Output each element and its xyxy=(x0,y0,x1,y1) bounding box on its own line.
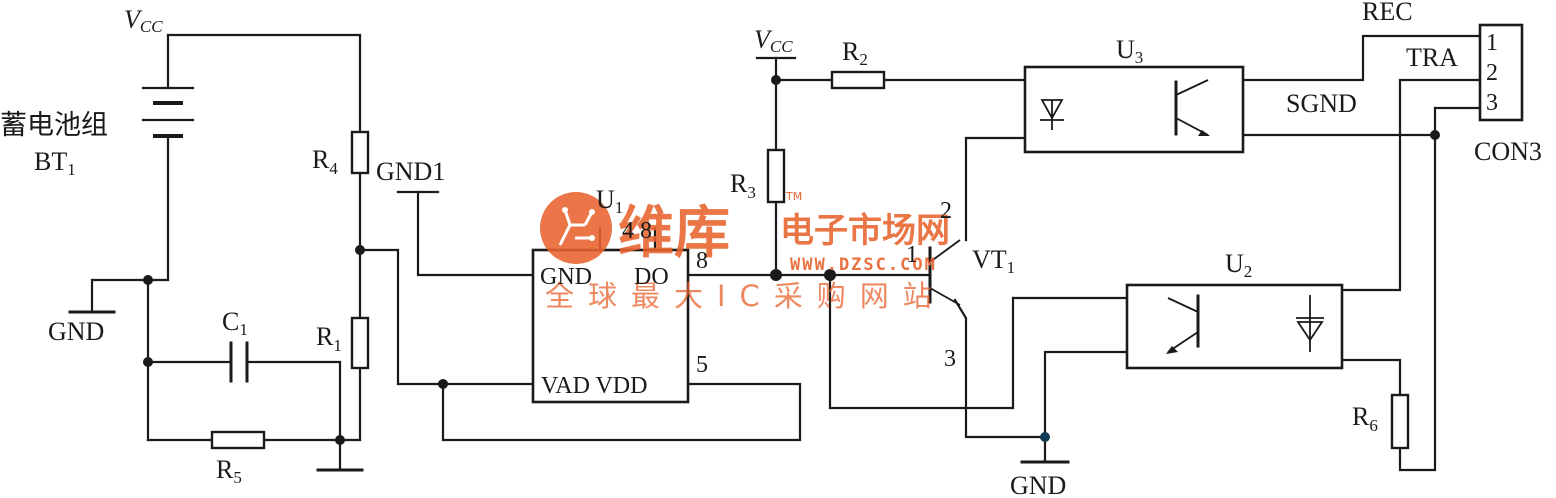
battery-name: 蓄电池组 xyxy=(0,110,108,141)
svg-text:U1: U1 xyxy=(596,185,623,217)
watermark-title: 电子市场网 xyxy=(780,211,950,251)
svg-text:R5: R5 xyxy=(216,455,242,487)
battery-symbol xyxy=(141,86,195,138)
con-pin1: 1 xyxy=(1486,30,1498,56)
con3-label: CON3 xyxy=(1474,137,1542,166)
c1-label: C xyxy=(222,307,239,336)
svg-text:VCC: VCC xyxy=(754,25,793,56)
vt-label: VT xyxy=(972,245,1007,274)
svg-text:VCC: VCC xyxy=(124,5,163,36)
svg-text:U2: U2 xyxy=(1225,249,1252,281)
u1-pin5: 5 xyxy=(696,352,708,378)
wires xyxy=(90,33,1482,472)
svg-text:BT1: BT1 xyxy=(34,147,76,179)
r4-sub: 4 xyxy=(329,159,338,178)
watermark-trademark: TM xyxy=(785,190,802,203)
r5-sub: 5 xyxy=(233,468,242,487)
r1-sub: 1 xyxy=(333,336,342,355)
chip-u1 xyxy=(531,226,690,404)
transistor-vt1 xyxy=(928,239,961,306)
svg-text:R3: R3 xyxy=(730,169,756,202)
u1-do-pin: DO xyxy=(634,264,669,290)
r5-label: R xyxy=(216,455,234,484)
gnd1-label: GND1 xyxy=(376,157,445,186)
r1-label: R xyxy=(316,322,334,351)
watermark: 维库 电子市场网 TM WWW.DZSC.COM 全球最大IC采购网站 xyxy=(540,190,950,313)
resistor-r5 xyxy=(210,430,266,450)
c1-sub: 1 xyxy=(239,320,248,339)
u2-sub: 2 xyxy=(1244,262,1253,281)
svg-text:U3: U3 xyxy=(1116,35,1143,67)
capacitor-c1 xyxy=(229,341,249,383)
u3-label: U xyxy=(1116,35,1135,64)
vcc-mid-label: V xyxy=(754,25,773,54)
svg-text:R6: R6 xyxy=(1352,402,1378,435)
con-pin2: 2 xyxy=(1486,60,1498,86)
svg-text:R2: R2 xyxy=(842,37,868,69)
r3-label: R xyxy=(730,169,748,198)
u1-pin8: 8 xyxy=(696,248,708,274)
u1-pins-top: 4 8 xyxy=(622,218,652,244)
u1-sub: 1 xyxy=(615,198,624,217)
vt-pin3: 3 xyxy=(944,346,956,372)
resistor-r1 xyxy=(350,316,370,370)
r2-label: R xyxy=(842,37,860,66)
vcc-left-sub: CC xyxy=(140,17,163,36)
u1-label: U xyxy=(596,185,615,214)
optocoupler-u2 xyxy=(1125,283,1344,370)
resistor-r6 xyxy=(1390,393,1410,450)
r2-sub: 2 xyxy=(859,50,868,69)
vcc-mid-sub: CC xyxy=(770,37,793,56)
resistor-r4 xyxy=(350,130,370,175)
resistor-r3 xyxy=(766,148,786,204)
vt-sub: 1 xyxy=(1007,258,1016,277)
u1-gnd-pin: GND xyxy=(540,264,592,290)
tra-label: TRA xyxy=(1406,43,1458,72)
gnd-bottom-label: GND xyxy=(1010,471,1066,498)
vt-pin1: 1 xyxy=(906,242,918,268)
u1-vad-vdd-pins: VAD VDD xyxy=(541,373,647,399)
r3-sub: 3 xyxy=(747,183,756,202)
vt-pin2: 2 xyxy=(940,198,952,224)
vcc-left-label: V xyxy=(124,5,143,34)
battery-ref-sub: 1 xyxy=(67,160,76,179)
rec-label: REC xyxy=(1362,0,1413,26)
sgnd-label: SGND xyxy=(1286,89,1357,118)
junction-dots xyxy=(143,75,1440,445)
ground-symbols xyxy=(68,310,1070,472)
svg-text:R1: R1 xyxy=(316,322,342,355)
watermark-slogan: 全球最大IC采购网站 xyxy=(545,279,946,313)
watermark-url: WWW.DZSC.COM xyxy=(790,255,937,275)
u3-sub: 3 xyxy=(1135,48,1144,67)
con-pin3: 3 xyxy=(1486,90,1498,116)
svg-text:VT1: VT1 xyxy=(972,245,1015,277)
optocoupler-u3 xyxy=(1023,65,1245,154)
svg-text:C1: C1 xyxy=(222,307,248,339)
u2-label: U xyxy=(1225,249,1244,278)
r6-sub: 6 xyxy=(1369,416,1378,435)
svg-text:R4: R4 xyxy=(312,145,338,178)
resistors xyxy=(210,70,1410,450)
watermark-brand: 维库 xyxy=(618,201,730,266)
r4-label: R xyxy=(312,145,330,174)
resistor-r2 xyxy=(830,70,886,90)
r6-label: R xyxy=(1352,402,1370,431)
connector-con3 xyxy=(1478,23,1524,122)
gnd-left-label: GND xyxy=(48,317,104,346)
battery-ref: BT xyxy=(34,147,67,176)
